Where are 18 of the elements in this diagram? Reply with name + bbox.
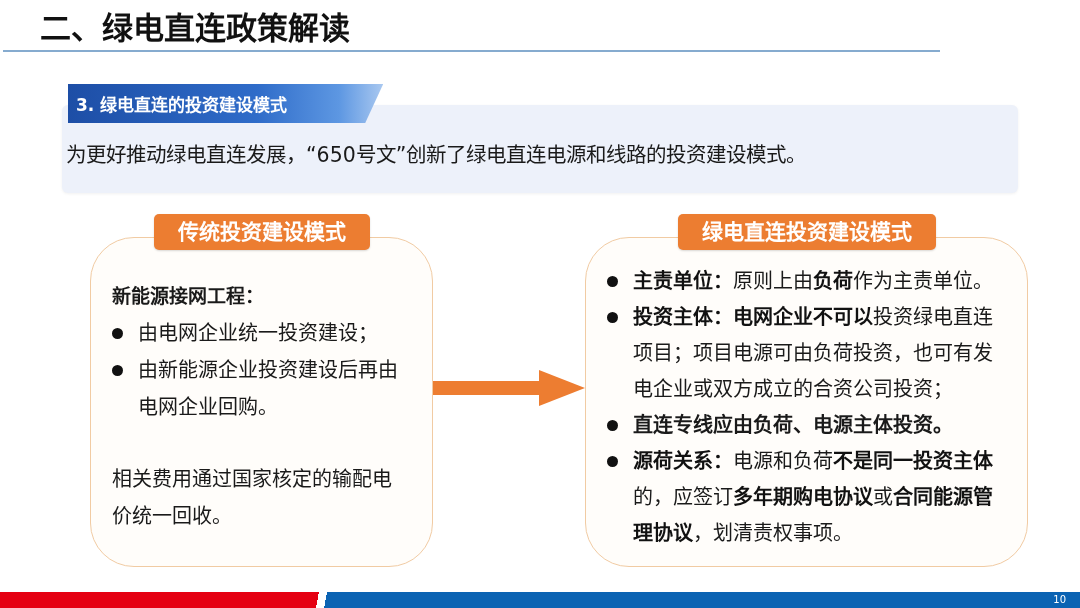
list-item: 投资主体：电网企业不可以投资绿电直连项目；项目电源可由负荷投资，也可有发电企业或双方成立的合资公司投资； (633, 304, 994, 403)
list-item: 直连专线应由负荷、电源主体投资。 (633, 412, 954, 439)
slide-title: 二、绿电直连政策解读 (40, 9, 350, 48)
note-text: 相关费用通过国家核定的输配电价统一回收。 (112, 466, 393, 530)
list-heading: 新能源接网工程： (112, 284, 265, 309)
intro-text: 为更好推动绿电直连发展，“650号文”创新了绿电直连电源和线路的投资建设模式。 (66, 142, 807, 169)
panel-heading: 传统投资建设模式 (153, 214, 370, 250)
arrow (433, 370, 585, 406)
list-item: 由新能源企业投资建设后再由电网企业回购。 (138, 357, 399, 421)
rounded-panel (90, 214, 433, 567)
list-item: 主责单位：原则上由负荷作为主责单位。 (633, 268, 994, 295)
rounded-panel (585, 214, 1028, 567)
page-number: 10 (1053, 594, 1066, 606)
panel-heading: 绿电直连投资建设模式 (677, 214, 936, 250)
list-item: 由电网企业统一投资建设； (138, 320, 379, 347)
section-tab: 3. 绿电直连的投资建设模式 (68, 84, 384, 123)
intro-panel (62, 84, 1018, 193)
list-item: 源荷关系：电源和负荷不是同一投资主体的，应签订多年期购电协议或合同能源管理协议，划清责权事项。 (633, 448, 994, 547)
